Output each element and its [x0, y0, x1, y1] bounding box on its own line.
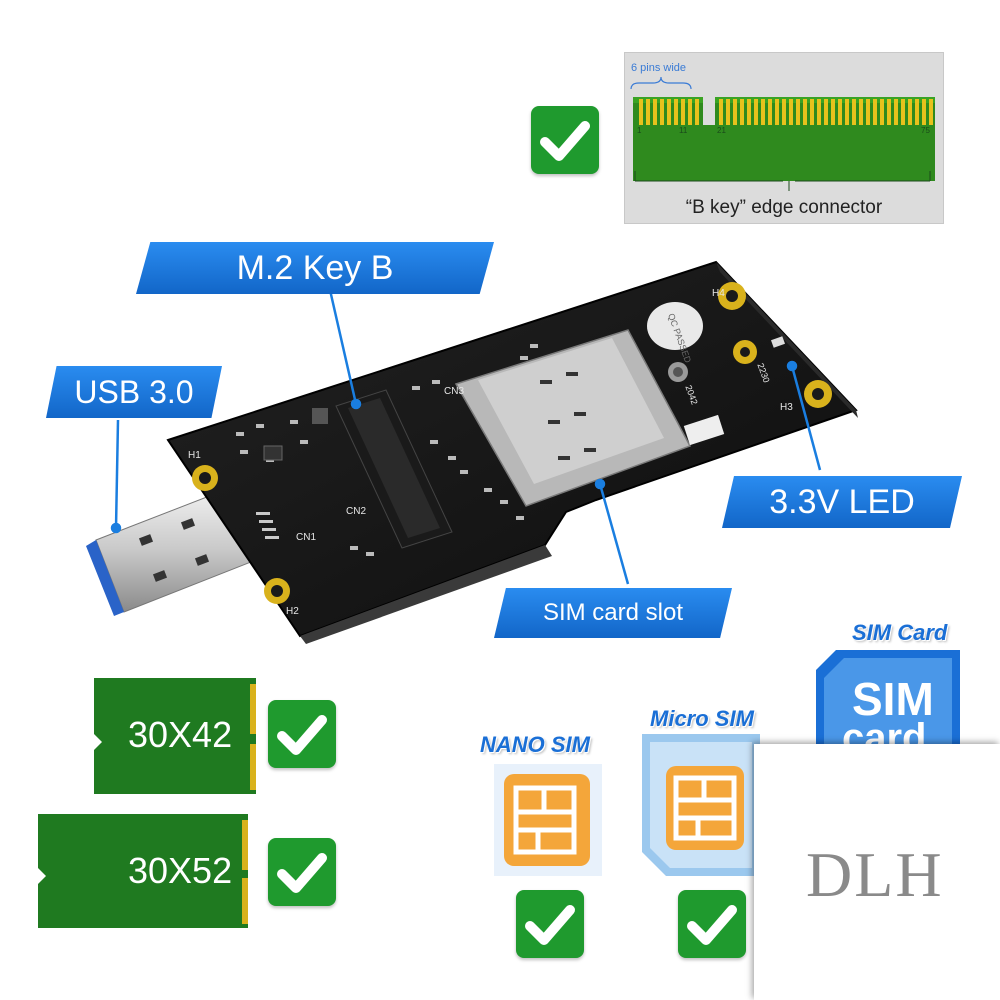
callout-led-text: 3.3V LED: [769, 482, 915, 521]
silk-cn3: CN3: [444, 386, 464, 397]
callout-usb-text: USB 3.0: [74, 373, 194, 410]
watermark-text: DLH: [806, 839, 944, 910]
check-icon: [268, 838, 336, 906]
edge-connector-graphic: 6 pins wide 1 11 21 75 “B key” edge conn…: [630, 62, 935, 218]
micro-sim-label: Micro SIM: [650, 706, 754, 731]
pin-label-21: 21: [717, 126, 726, 135]
pin-label-75: 75: [921, 126, 930, 135]
module-size-30x52: 30X52: [128, 850, 233, 891]
silk-h4: H4: [712, 288, 725, 299]
pins-wide-label: 6 pins wide: [631, 62, 686, 74]
silk-cn2: CN2: [346, 506, 366, 517]
callout-sim-slot-text: SIM card slot: [542, 599, 684, 626]
module-30x52-graphic: [38, 814, 248, 928]
check-icon: [531, 106, 599, 174]
callout-usb: USB 3.0: [46, 366, 222, 418]
callout-sim-slot: SIM card slot: [494, 588, 732, 638]
adapter-board-photo: QC PASSED: [86, 260, 858, 644]
standard-sim-text-2: card: [842, 716, 927, 746]
check-icon: [678, 890, 746, 958]
sim-card-header: SIM Card: [852, 620, 948, 645]
standard-sim-text-1: SIM: [852, 673, 934, 725]
callout-m2-key-b-text: M.2 Key B: [236, 248, 394, 287]
edge-connector-diagram: 6 pins wide 1 11 21 75 “B key” edge conn…: [624, 52, 944, 224]
silk-h1: H1: [188, 450, 201, 461]
module-30x42-graphic: [94, 678, 256, 794]
silk-h3: H3: [780, 402, 793, 413]
nano-sim-icon: [494, 764, 602, 876]
check-icon: [516, 890, 584, 958]
edge-connector-caption: “B key” edge connector: [686, 197, 883, 218]
silk-h2: H2: [286, 606, 299, 617]
watermark-panel: DLH: [754, 744, 1000, 1000]
check-icon: [268, 700, 336, 768]
standard-sim-icon: [816, 650, 960, 746]
pin-label-11: 11: [679, 126, 688, 135]
micro-sim-icon: [642, 734, 760, 876]
callout-m2-key-b: M.2 Key B: [136, 242, 494, 294]
silk-cn1: CN1: [296, 532, 316, 543]
callout-led: 3.3V LED: [722, 476, 962, 528]
pcb-body: QC PASSED: [166, 260, 858, 644]
pin-label-1: 1: [637, 126, 642, 135]
module-size-30x42: 30X42: [128, 714, 233, 755]
nano-sim-label: NANO SIM: [480, 732, 590, 757]
